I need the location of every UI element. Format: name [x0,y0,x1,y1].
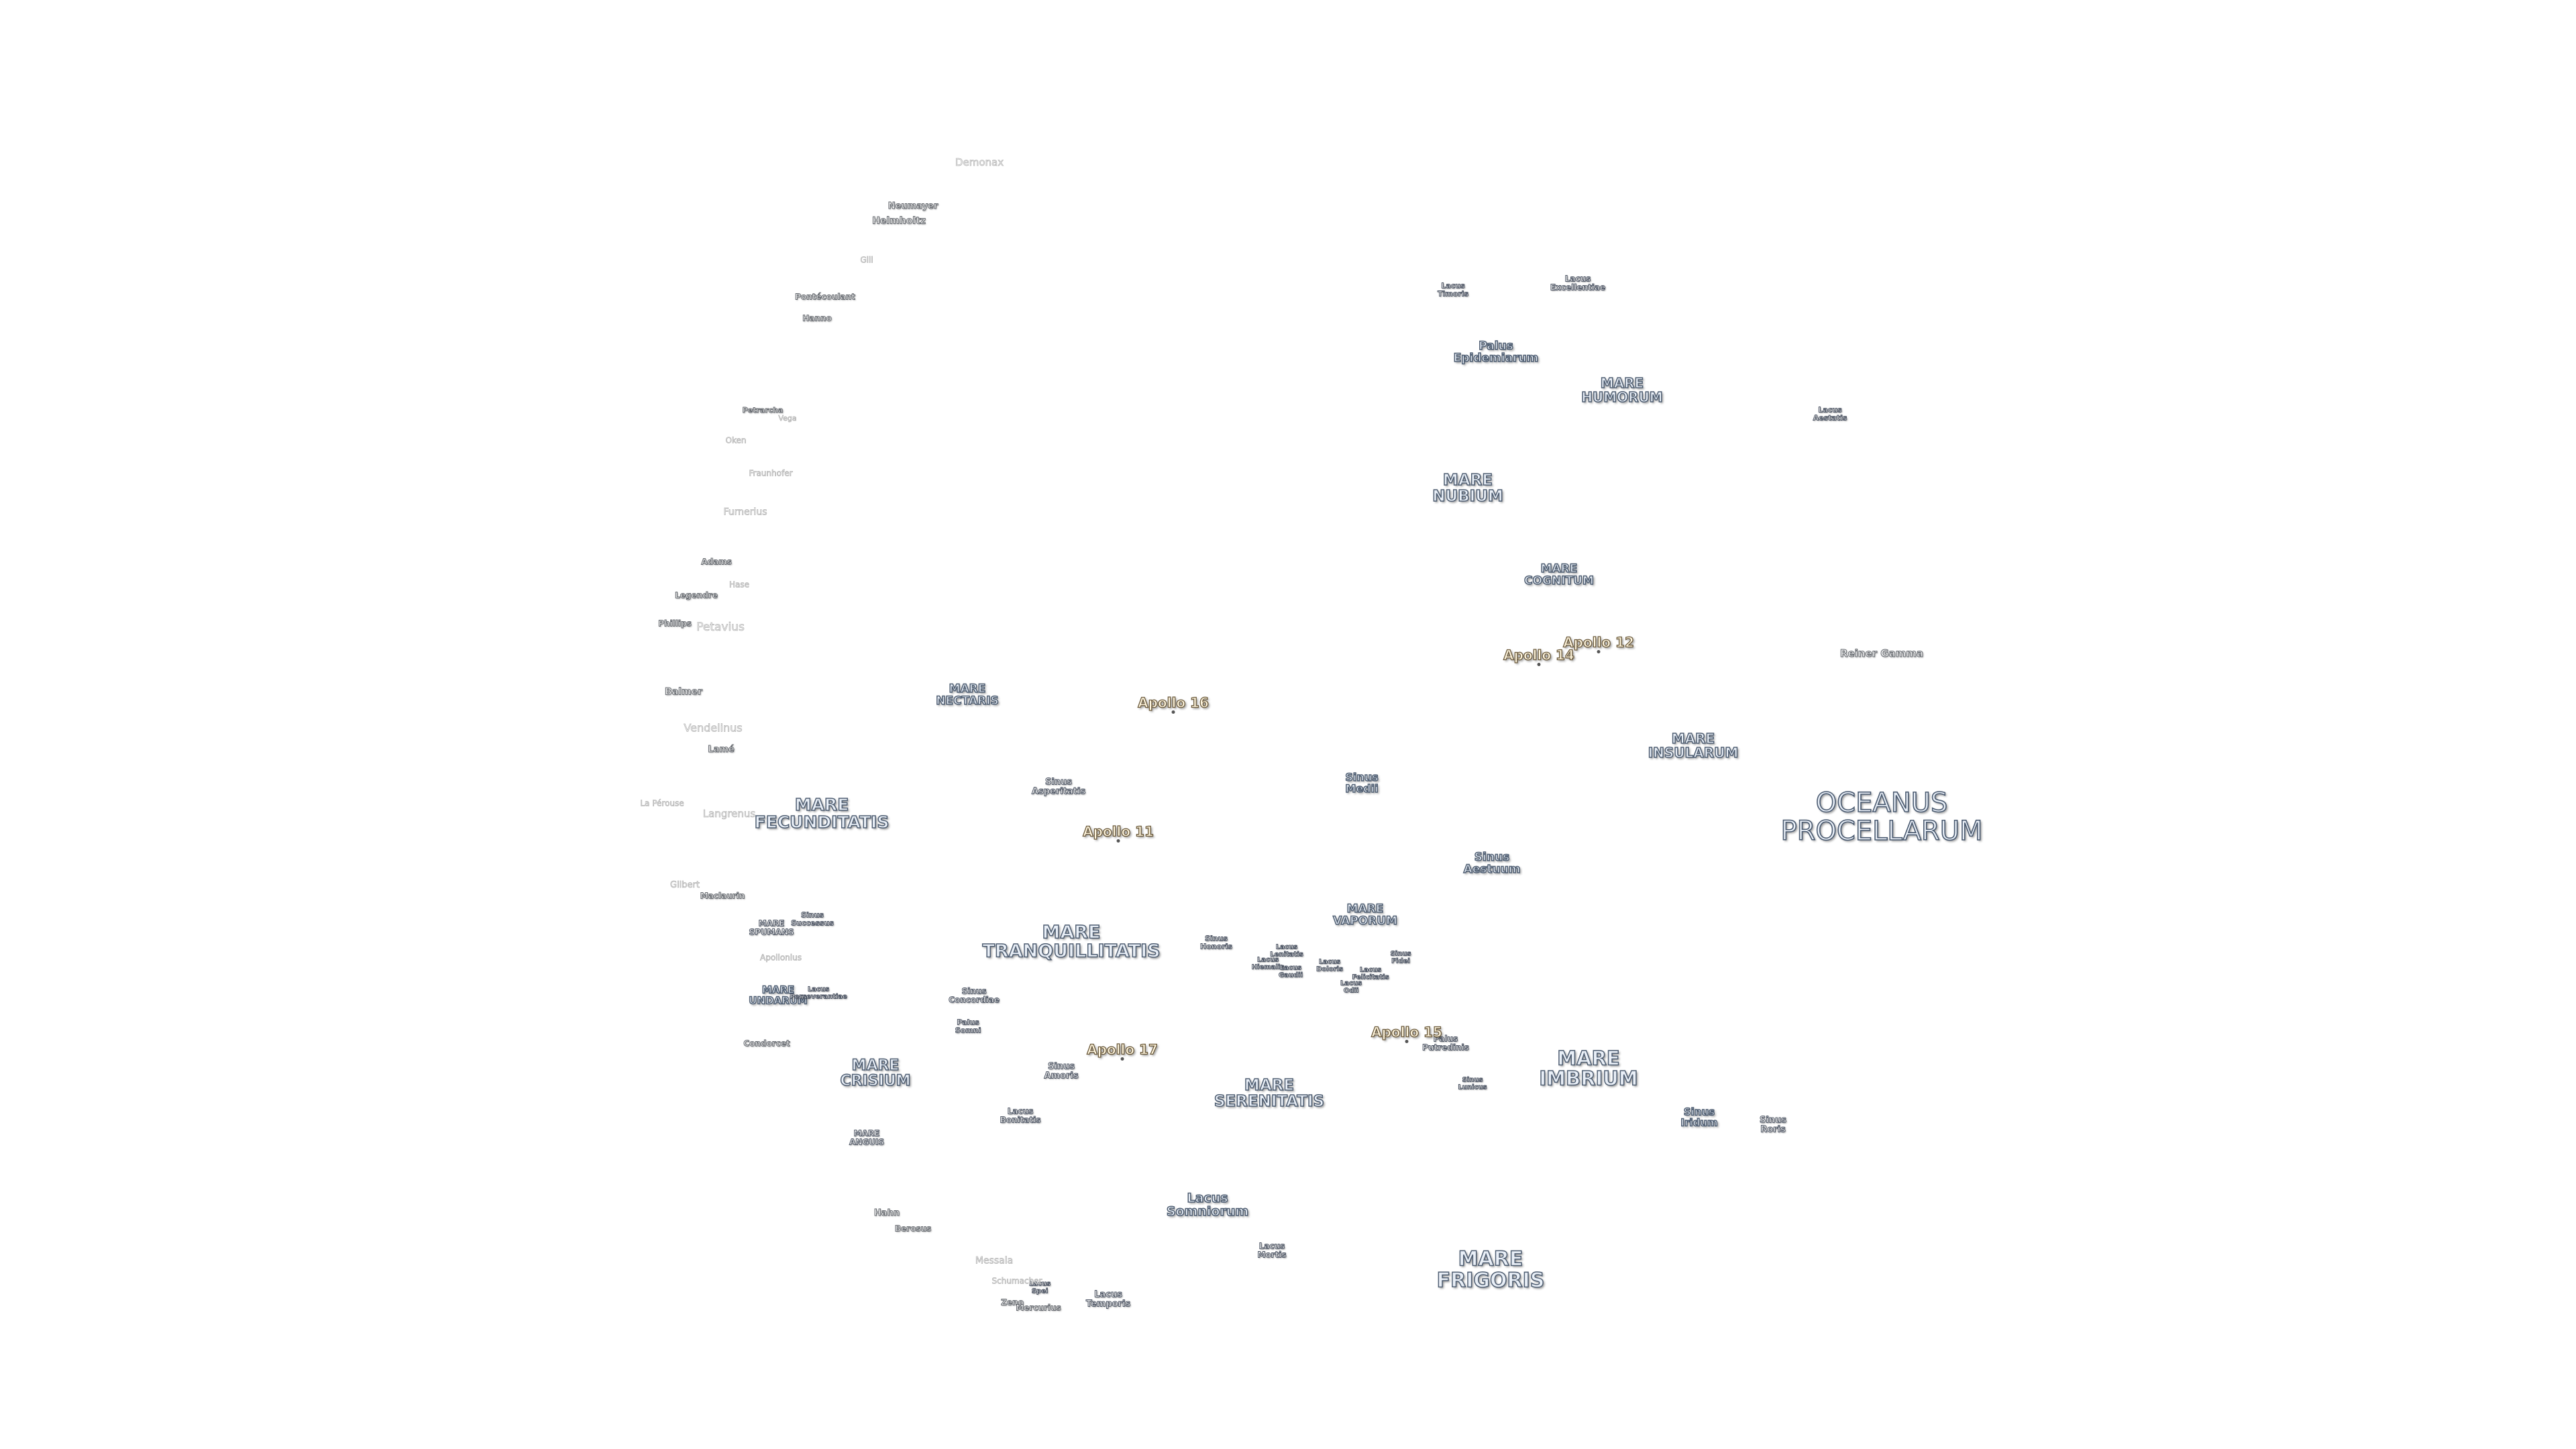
label-palus-somni[interactable]: Palus Somni [955,1018,981,1034]
label-lacus-mortis[interactable]: Lacus Mortis [1257,1241,1287,1259]
label-zeno[interactable]: Zeno [1001,1297,1024,1307]
label-mare-vaporum[interactable]: MARE VAPORUM [1332,902,1397,928]
label-sinus-successus[interactable]: Sinus Successus [791,910,835,927]
label-lacus-timoris[interactable]: Lacus Timoris [1437,281,1469,298]
label-schumacher[interactable]: Schumacher [991,1276,1042,1286]
label-hahn[interactable]: Hahn [873,1208,900,1219]
label-sinus-honoris[interactable]: Sinus Honoris [1200,934,1233,951]
label-mercurius[interactable]: Mercurius [1016,1303,1061,1313]
label-sinus-medii[interactable]: Sinus Medii [1345,771,1379,795]
label-lacus-aestatis[interactable]: Lacus Aestatis [1813,405,1847,422]
label-condorcet[interactable]: Condorcet [743,1038,790,1049]
label-lacus-bonitatis[interactable]: Lacus Bonitatis [1000,1106,1041,1124]
label-sinus-amoris[interactable]: Sinus Amoris [1044,1061,1079,1081]
label-gilbert[interactable]: Gilbert [670,880,700,891]
label-hase[interactable]: Hase [729,580,750,590]
label-sinus-roris[interactable]: Sinus Roris [1759,1115,1787,1134]
label-pontecoulant[interactable]: Pontécoulant [795,292,856,302]
label-mare-anguis[interactable]: MARE ANGUIS [849,1128,885,1146]
label-sinus-aestuum[interactable]: Sinus Aestuum [1463,851,1521,876]
label-apollo-14[interactable]: Apollo 14 [1503,647,1574,663]
landing-site-marker [1405,1040,1409,1043]
label-lacus-gaudii[interactable]: Lacus Gaudii [1278,964,1303,979]
label-neumayer[interactable]: Neumayer [888,201,938,212]
label-lacus-felicitatis[interactable]: Lacus Felicitatis [1352,966,1389,981]
label-mare-imbrium[interactable]: MARE IMBRIUM [1539,1046,1639,1090]
label-mare-humorum[interactable]: MARE HUMORUM [1581,375,1664,405]
label-demonax[interactable]: Demonax [955,156,1004,169]
label-sinus-iridum[interactable]: Sinus Iridum [1680,1106,1719,1128]
label-vega[interactable]: Vega [778,414,797,423]
label-vendelinus[interactable]: Vendelinus [684,721,743,735]
label-lacus-lenitatis[interactable]: Lacus Lenitatis [1270,943,1303,958]
label-helmholtz[interactable]: Helmholtz [872,215,926,227]
label-messala[interactable]: Messala [975,1255,1014,1267]
landing-site-marker [1537,663,1541,666]
label-langrenus[interactable]: Langrenus [702,808,756,820]
label-maclaurin[interactable]: Maclaurin [700,891,745,901]
label-reiner-gamma[interactable]: Reiner Gamma [1839,647,1924,660]
label-mare-fecunditatis[interactable]: MARE FECUNDITATIS [754,794,890,832]
label-mare-undarum[interactable]: MARE UNDARUM [749,983,808,1006]
label-furnerius[interactable]: Furnerius [723,506,767,518]
label-palus-putredinis[interactable]: Palus Putredinis [1422,1034,1470,1052]
label-apollo-17[interactable]: Apollo 17 [1086,1041,1158,1058]
label-apollo-12[interactable]: Apollo 12 [1562,634,1634,651]
label-mare-spumans[interactable]: MARE SPUMANS [749,918,794,936]
label-gill[interactable]: Gill [860,255,873,265]
label-la-perouse[interactable]: La Pérouse [640,798,684,808]
label-phillips[interactable]: Phillips [658,619,692,629]
landing-site-marker [1116,839,1120,843]
label-mare-serenitatis[interactable]: MARE SERENITATIS [1214,1076,1325,1110]
label-lacus-temporis[interactable]: Lacus Temporis [1085,1289,1131,1309]
label-lacus-odii[interactable]: Lacus Odii [1340,979,1362,994]
label-lacus-hiemalis[interactable]: Lacus Hiemalis [1251,956,1285,971]
label-lacus-doloris[interactable]: Lacus Doloris [1316,958,1344,973]
landing-site-marker [1120,1057,1124,1061]
landing-site-marker [1597,650,1601,653]
label-legendre[interactable]: Legendre [675,590,718,600]
label-mare-crisium[interactable]: MARE CRISIUM [840,1057,912,1089]
label-oken[interactable]: Oken [725,435,747,445]
label-sinus-concordiae[interactable]: Sinus Concordiae [949,986,1000,1004]
label-mare-insularum[interactable]: MARE INSULARUM [1648,731,1739,761]
label-apollo-15[interactable]: Apollo 15 [1371,1024,1442,1040]
label-apollo-16[interactable]: Apollo 16 [1137,694,1209,711]
label-palus-epidemiarum[interactable]: Palus Epidemiarum [1453,339,1539,365]
label-lame[interactable]: Lamé [708,745,735,755]
label-sinus-fidei[interactable]: Sinus Fidei [1390,950,1411,965]
label-mare-nubium[interactable]: MARE NUBIUM [1432,471,1503,505]
label-oceanus-procellarum[interactable]: OCEANUS PROCELLARUM [1780,788,1984,847]
label-apollonius[interactable]: Apollonius [760,953,802,963]
label-lacus-perseverantiae[interactable]: Lacus Perseverantiae [790,985,848,1000]
label-sinus-asperitatis[interactable]: Sinus Asperitatis [1031,777,1086,796]
label-petrarcha[interactable]: Petrarcha [742,406,784,415]
label-mare-tranquillitatis[interactable]: MARE TRANQUILLITATIS [982,922,1161,962]
label-mare-cognitum[interactable]: MARE COGNITUM [1523,562,1594,588]
label-sinus-lunicus[interactable]: Sinus Lunicus [1458,1076,1487,1091]
label-lacus-spei[interactable]: Lacus Spei [1028,1280,1051,1295]
label-apollo-11[interactable]: Apollo 11 [1082,823,1154,840]
label-lacus-excellentiae[interactable]: Lacus Excellentiae [1550,274,1606,292]
label-lacus-somniorum[interactable]: Lacus Somniorum [1166,1191,1249,1219]
label-petavius[interactable]: Petavius [696,621,745,635]
label-adams[interactable]: Adams [701,557,733,567]
label-mare-nectaris[interactable]: MARE NECTARIS [936,682,1000,708]
label-hanno[interactable]: Hanno [802,313,832,323]
label-berosus[interactable]: Berosus [894,1224,932,1234]
label-fraunhofer[interactable]: Fraunhofer [749,468,793,478]
label-balmer[interactable]: Balmer [665,686,703,698]
landing-site-marker [1171,710,1175,714]
label-mare-frigoris[interactable]: MARE FRIGORIS [1436,1247,1545,1292]
